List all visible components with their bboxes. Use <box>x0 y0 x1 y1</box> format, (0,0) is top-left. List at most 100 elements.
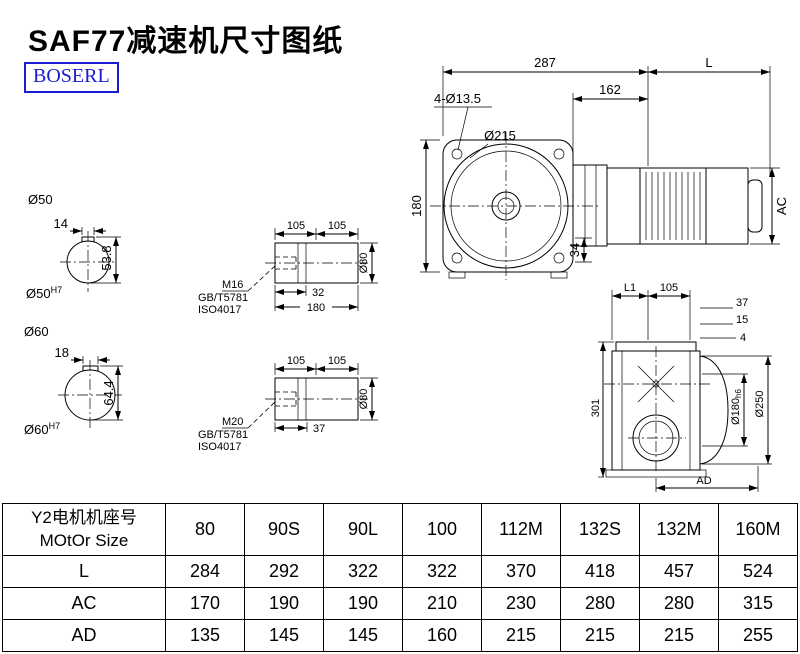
page-title: SAF77减速机尺寸图纸 <box>28 25 344 58</box>
value-cell: 215 <box>481 619 561 652</box>
value-cell: 255 <box>718 619 798 652</box>
sideview-feet <box>605 469 707 478</box>
table-row-ac: AC 170 190 190 210 230 280 280 315 <box>2 587 798 620</box>
value-cell: 322 <box>323 555 403 588</box>
bolt-hole <box>451 252 463 264</box>
shaft-detail-m20: 105 105 M20 GB/T5781 ISO4017 37 Ø80 <box>198 355 378 453</box>
size-col-header: 90L <box>323 503 403 556</box>
shaft60-dia-label: Ø60 <box>24 324 49 339</box>
row-label: AC <box>2 587 166 620</box>
motor-adapter <box>572 164 608 247</box>
value-cell: 145 <box>244 619 324 652</box>
sideview-dim-105: 105 <box>660 282 678 294</box>
detail2-thread: M20 <box>222 416 243 428</box>
size-col-header: 160M <box>718 503 798 556</box>
shaft60-keyway <box>82 365 99 372</box>
value-cell: 322 <box>402 555 482 588</box>
motor-body <box>606 167 749 245</box>
motor-size-header-en: MOtOr Size <box>39 530 129 550</box>
detail1-std1: GB/T5781 <box>198 292 248 304</box>
detail2-std2: ISO4017 <box>198 441 241 453</box>
value-cell: 215 <box>560 619 640 652</box>
shaft60-bore-tol: H7 <box>49 421 61 431</box>
sideview-dim-ad: AD <box>696 475 711 487</box>
shaft50-bore: Ø50 <box>26 286 51 301</box>
shaft-detail-m16: 105 105 M16 GB/T5781 ISO4017 32 180 Ø80 <box>198 220 378 316</box>
detail1-dim-32: 32 <box>312 287 324 299</box>
value-cell: 280 <box>560 587 640 620</box>
shaft50-keyway-dim: 14 <box>54 216 68 231</box>
shaft-section-60: Ø60 18 64.4 Ø60H7 <box>24 324 123 437</box>
sideview-dim-l1: L1 <box>624 282 636 294</box>
size-col-header: 112M <box>481 503 561 556</box>
table-row-ad: AD 135 145 145 160 215 215 215 255 <box>2 619 798 652</box>
dim-180: 180 <box>409 195 424 217</box>
dim-bolt-holes: 4-Ø13.5 <box>434 91 481 106</box>
row-label: AD <box>2 619 166 652</box>
value-cell: 524 <box>718 555 798 588</box>
sideview-spigot-dia: Ø180h6 <box>730 389 743 425</box>
sideview-dim-37: 37 <box>736 297 748 309</box>
size-col-header: 132M <box>639 503 719 556</box>
value-cell: 457 <box>639 555 719 588</box>
detail1-std2: ISO4017 <box>198 304 241 316</box>
detail2-dim-37: 37 <box>313 423 325 435</box>
dim-287: 287 <box>534 55 556 70</box>
dimension-table: Y2电机机座号 MOtOr Size 80 90S 90L 100 112M 1… <box>2 503 798 652</box>
shaft60-bore: Ø60 <box>24 422 49 437</box>
value-cell: 284 <box>165 555 245 588</box>
value-cell: 145 <box>323 619 403 652</box>
value-cell: 230 <box>481 587 561 620</box>
shaft50-bore-spec: Ø50H7 <box>26 285 62 301</box>
motor-fins <box>645 172 701 240</box>
sideview-flange-dia: Ø250 <box>754 391 766 418</box>
detail2-dim-105a: 105 <box>287 355 305 367</box>
shaft50-height-dim: 53.8 <box>99 245 114 270</box>
size-col-header: 90S <box>244 503 324 556</box>
value-cell: 315 <box>718 587 798 620</box>
bolt-hole <box>553 148 565 160</box>
value-cell: 280 <box>639 587 719 620</box>
main-view: 287 L 162 4-Ø13.5 Ø215 180 34 <box>409 55 789 280</box>
shaft60-keyway-dim: 18 <box>55 345 69 360</box>
value-cell: 292 <box>244 555 324 588</box>
spigot-dia-tol: h6 <box>734 389 743 398</box>
value-cell: 190 <box>323 587 403 620</box>
row-label: L <box>2 555 166 588</box>
technical-drawing: 287 L 162 4-Ø13.5 Ø215 180 34 <box>24 55 789 492</box>
dim-flange-dia: Ø215 <box>484 128 516 143</box>
sideview-dim-15: 15 <box>736 314 748 326</box>
shaft-section-50: Ø50 14 53.8 Ø50H7 <box>26 192 121 301</box>
boserl-logo: BOSERL <box>24 62 119 93</box>
value-cell: 170 <box>165 587 245 620</box>
value-cell: 190 <box>244 587 324 620</box>
sideview-dim-4: 4 <box>740 332 746 344</box>
dim-34: 34 <box>567 243 582 257</box>
table-row-l: L 284 292 322 322 370 418 457 524 <box>2 555 798 588</box>
shaft50-dia-label: Ø50 <box>28 192 53 207</box>
value-cell: 210 <box>402 587 482 620</box>
motor-size-header-cn: Y2电机机座号 <box>31 507 137 527</box>
shaft60-height-dim: 64.4 <box>101 380 116 405</box>
output-flange-profile <box>699 355 729 465</box>
detail1-dia: Ø80 <box>358 253 370 274</box>
table-header-row: Y2电机机座号 MOtOr Size 80 90S 90L 100 112M 1… <box>2 503 798 556</box>
motor-endcap <box>747 179 763 233</box>
detail2-dim-105b: 105 <box>328 355 346 367</box>
value-cell: 418 <box>560 555 640 588</box>
dim-162: 162 <box>599 82 621 97</box>
detail1-dim-105b: 105 <box>328 220 346 232</box>
foot <box>550 271 568 279</box>
detail1-dim-180: 180 <box>307 302 325 314</box>
foot <box>448 271 466 279</box>
shaft60-bore-spec: Ø60H7 <box>24 421 60 437</box>
shaft50-bore-tol: H7 <box>51 285 63 295</box>
size-col-header: 132S <box>560 503 640 556</box>
dim-ac: AC <box>774 197 789 215</box>
detail1-dim-105a: 105 <box>287 220 305 232</box>
value-cell: 135 <box>165 619 245 652</box>
value-cell: 370 <box>481 555 561 588</box>
value-cell: 160 <box>402 619 482 652</box>
bolt-hole <box>553 252 565 264</box>
